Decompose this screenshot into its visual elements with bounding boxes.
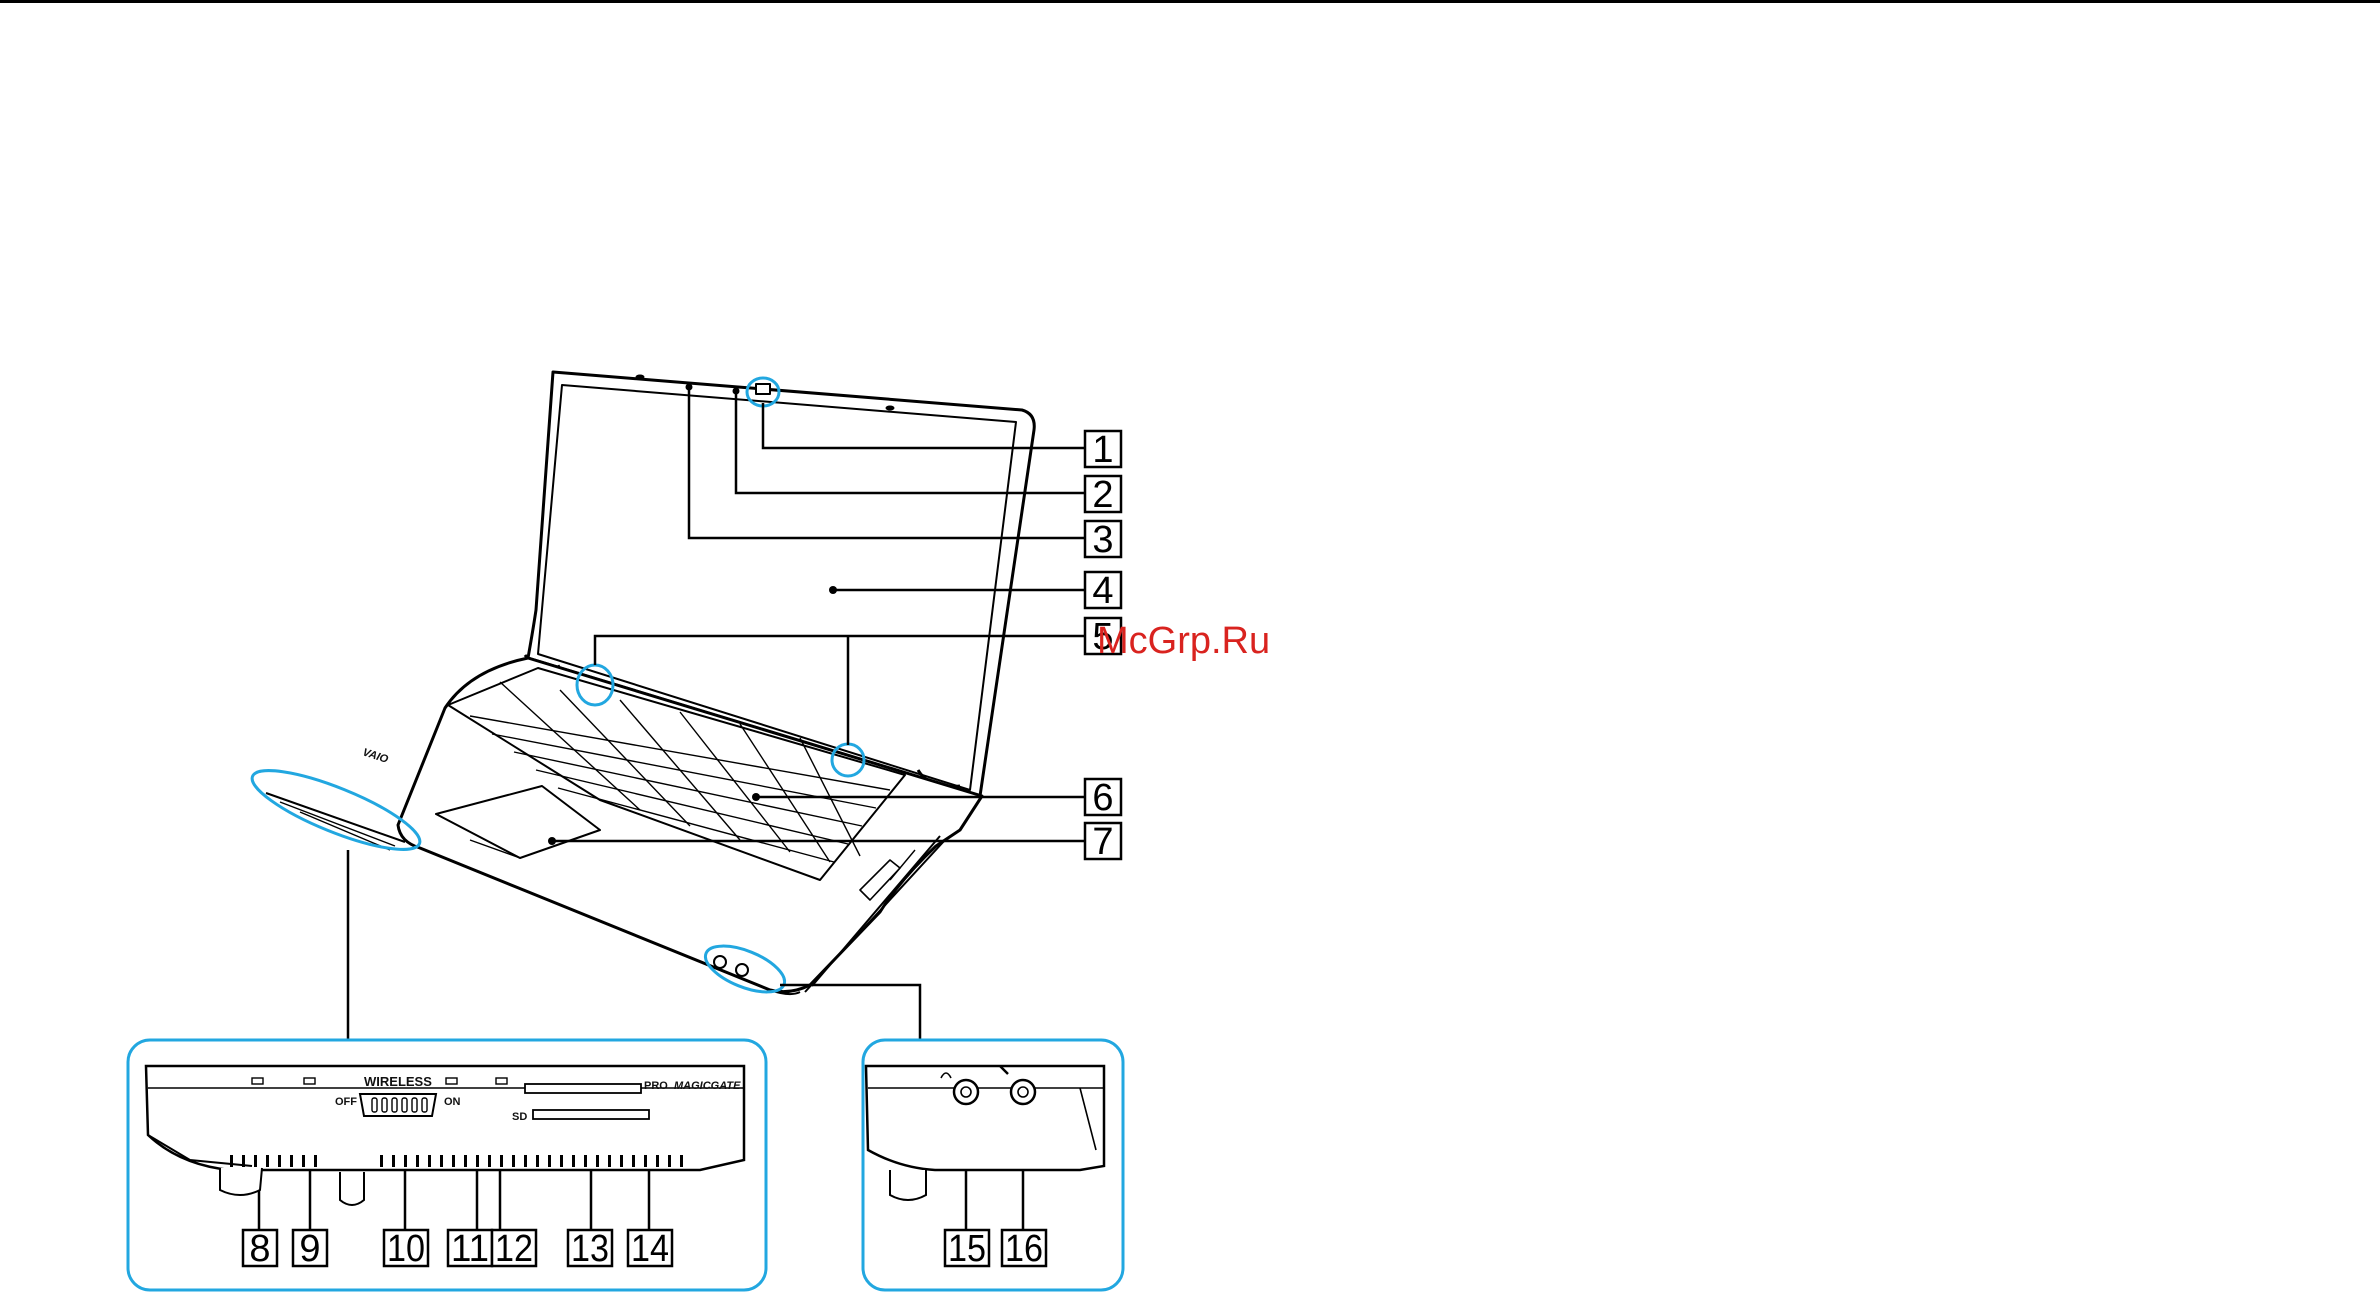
callout-16: 16 (1002, 1228, 1046, 1270)
callout-13: 13 (568, 1228, 612, 1270)
laptop-logo: VAIO (361, 746, 390, 766)
callout-number: 10 (387, 1228, 425, 1270)
sd-card-slot (533, 1110, 649, 1119)
callout-number: 9 (299, 1228, 320, 1270)
callout-12: 12 (492, 1228, 536, 1270)
callout-10: 10 (384, 1228, 428, 1270)
callout-number: 12 (495, 1228, 533, 1270)
callout-3: 3 (1085, 519, 1121, 561)
watermark: McGrp.Ru (1097, 620, 1270, 663)
on-label: ON (444, 1096, 461, 1108)
laptop-illustration (266, 372, 1034, 994)
callout-number: 16 (1005, 1228, 1043, 1270)
wireless-label: WIRELESS (364, 1074, 432, 1089)
callout-9: 9 (293, 1228, 327, 1270)
callout-14: 14 (628, 1228, 672, 1270)
callout-number: 7 (1092, 821, 1113, 863)
callout-number: 1 (1092, 429, 1113, 471)
callout-number: 2 (1092, 474, 1113, 516)
callout-number: 4 (1092, 570, 1113, 612)
front-right-detail (863, 1040, 1123, 1290)
off-label: OFF (335, 1096, 357, 1108)
callout-1: 1 (1085, 429, 1121, 471)
callout-number: 3 (1092, 519, 1113, 561)
callout-11: 11 (448, 1228, 492, 1270)
callout-7: 7 (1085, 821, 1121, 863)
callout-number: 11 (451, 1228, 489, 1270)
callout-8: 8 (243, 1228, 277, 1270)
wlan-indicator-light (446, 1078, 457, 1084)
callout-2: 2 (1085, 474, 1121, 516)
magicgate-label: MAGICGATE (674, 1080, 741, 1092)
power-indicator-light (252, 1078, 263, 1084)
callout-15: 15 (945, 1228, 989, 1270)
callout-number: 6 (1092, 777, 1113, 819)
callout-6: 6 (1085, 777, 1121, 819)
callout-number: 15 (948, 1228, 986, 1270)
highlight-front-left (244, 756, 427, 864)
charge-indicator-light (304, 1078, 315, 1084)
callout-number: 13 (571, 1228, 609, 1270)
callout-number: 14 (631, 1228, 669, 1270)
sd-label: SD (512, 1111, 527, 1123)
media-access-indicator-light (496, 1078, 507, 1084)
callout-4: 4 (1085, 570, 1121, 612)
memory-stick-slot (525, 1084, 641, 1093)
callout-number: 8 (249, 1228, 270, 1270)
pro-label: PRO (644, 1080, 668, 1092)
